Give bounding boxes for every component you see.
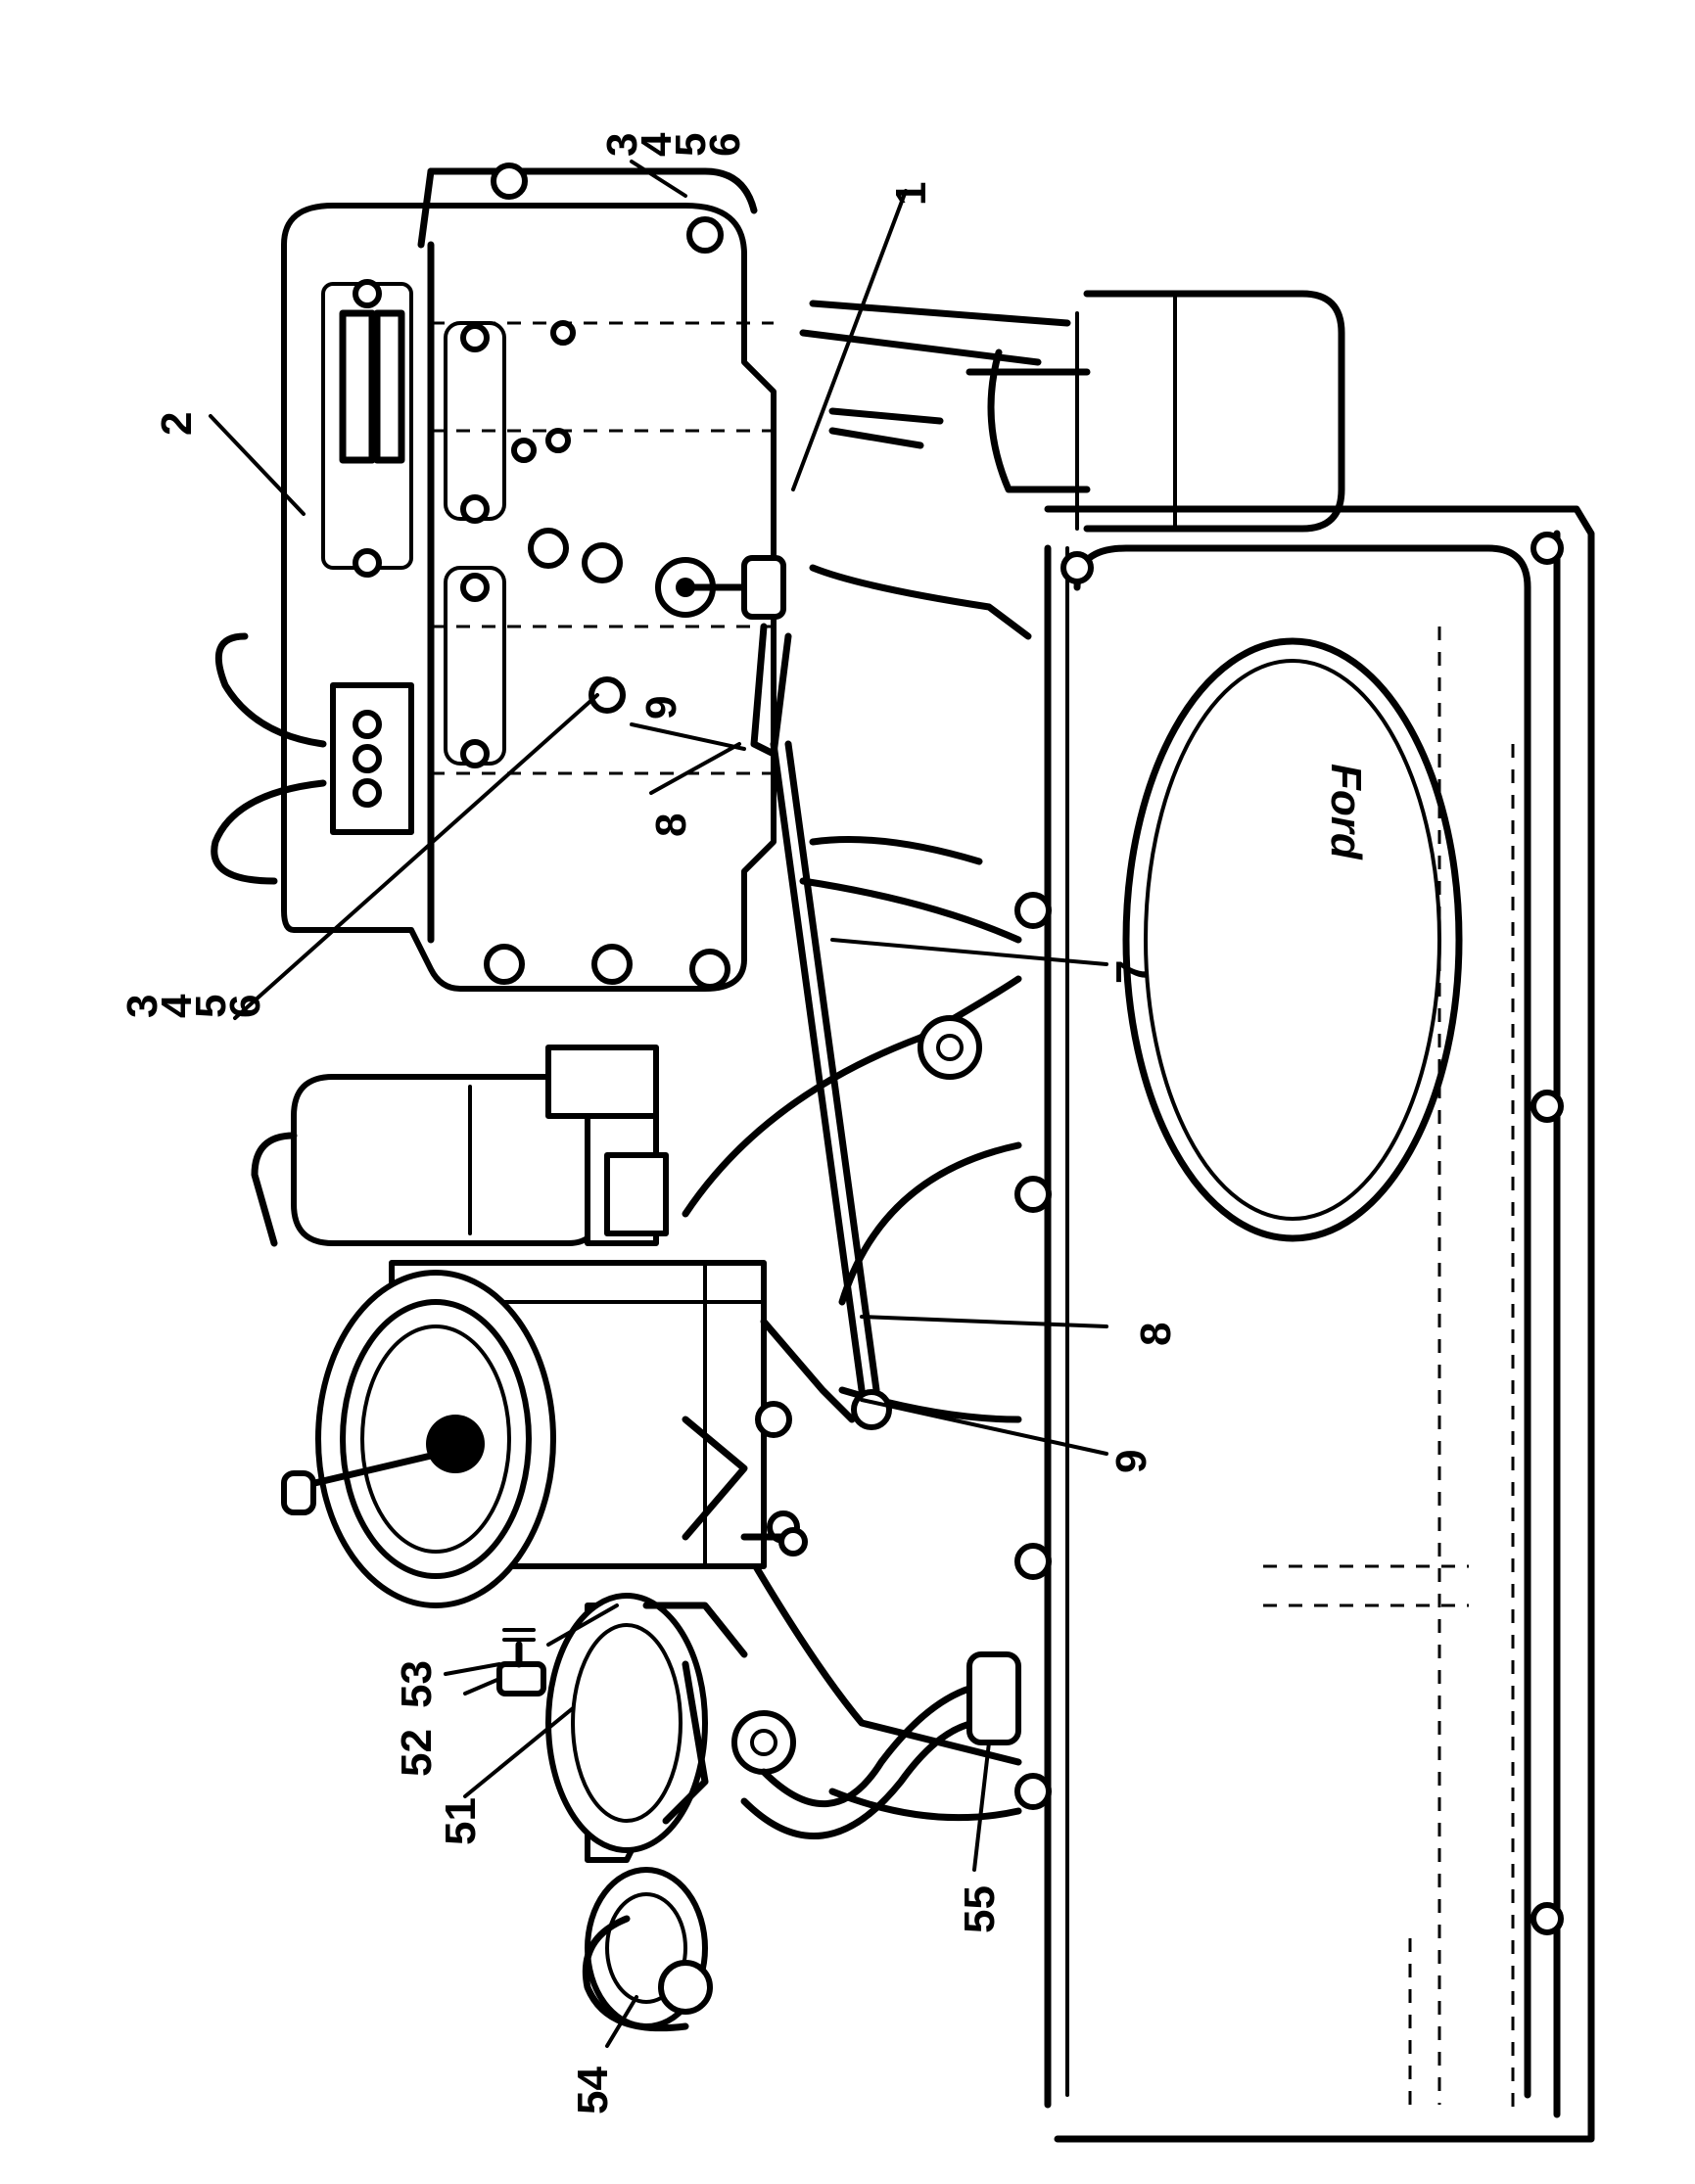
- callout-6-right: 6: [701, 133, 749, 157]
- callout-5-right: 5: [667, 133, 715, 157]
- callout-54: 54: [569, 2067, 617, 2114]
- carburetor: [281, 1260, 856, 1608]
- ford-logo: Ford: [1122, 637, 1463, 1242]
- callout-3-left: 3: [118, 995, 166, 1018]
- callout-1: 1: [887, 182, 935, 206]
- leader-lines: [209, 160, 1108, 2048]
- engine-block: [1014, 505, 1595, 2143]
- callout-5-left: 5: [187, 995, 235, 1018]
- fuel-line: [740, 1651, 1021, 1839]
- callout-4-right: 4: [633, 132, 681, 157]
- flange-bolt: [1060, 532, 1564, 1935]
- pulley-housing: [799, 290, 1345, 533]
- governor-bolt: [460, 163, 730, 990]
- callout-52: 52: [393, 1729, 441, 1777]
- callout-4-left: 4: [153, 994, 201, 1018]
- governor-linkage: [655, 555, 892, 1430]
- callout-55: 55: [956, 1885, 1004, 1933]
- throttle-body: [496, 1593, 796, 2032]
- callout-6-left: 6: [221, 995, 269, 1018]
- callout-2: 2: [153, 412, 201, 436]
- callout-9-bottom: 9: [1107, 1450, 1155, 1473]
- callout-3-right: 3: [598, 133, 646, 157]
- callout-8-bottom: 8: [1132, 1323, 1180, 1346]
- fuel-filter: [251, 1045, 669, 1247]
- manifold-bolt: [1014, 892, 1052, 1810]
- callout-9-top: 9: [637, 696, 685, 720]
- callout-51: 51: [437, 1797, 485, 1845]
- callout-8-top: 8: [647, 813, 695, 837]
- callout-53: 53: [393, 1660, 441, 1708]
- callout-7: 7: [1107, 960, 1155, 984]
- intake-manifold: [682, 564, 1032, 1822]
- ford-logo-text: Ford: [1322, 764, 1370, 860]
- callouts: 3 4 5 6 3 4 5 6 2 1 9 8 7 8 9 53 52 51 5…: [118, 132, 1180, 2114]
